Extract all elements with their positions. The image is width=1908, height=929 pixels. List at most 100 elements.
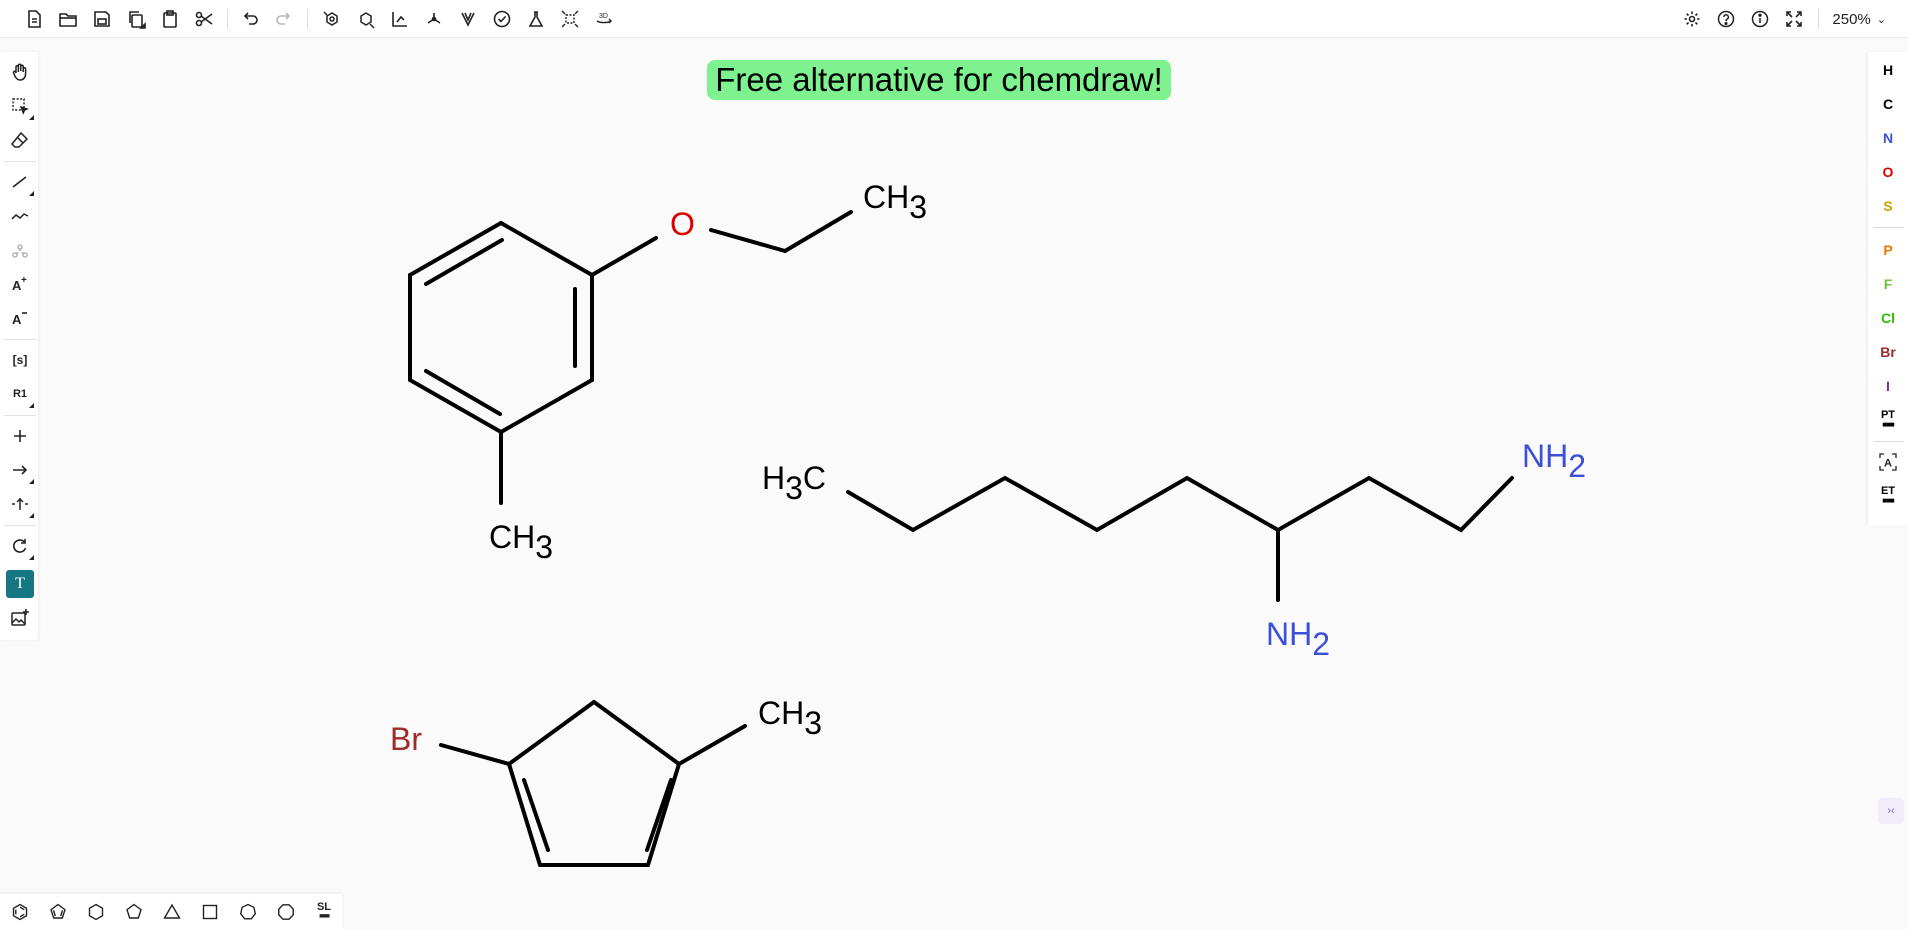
sgroup-icon[interactable]: [s] — [6, 346, 34, 374]
label-subscript: 3 — [535, 529, 553, 565]
attachment-point-icon[interactable] — [6, 490, 34, 518]
aromatize-icon[interactable] — [318, 5, 346, 33]
redo-icon[interactable] — [270, 5, 298, 33]
benzene-icon[interactable] — [6, 899, 34, 925]
element-o[interactable]: O — [1872, 160, 1904, 184]
svg-text:3D: 3D — [599, 13, 608, 20]
rotate-icon[interactable] — [6, 532, 34, 560]
bond — [592, 700, 681, 766]
atom-label-ch3: CH3 — [863, 179, 927, 225]
extended-table-button[interactable]: ET ■■■ — [1872, 484, 1904, 508]
svg-text:A: A — [12, 312, 22, 327]
element-br-label: Br — [1880, 344, 1896, 360]
chain-icon[interactable] — [6, 202, 34, 230]
element-o-label: O — [1882, 164, 1894, 180]
element-n-label: N — [1882, 130, 1894, 146]
atom-label-nh2: NH2 — [1266, 616, 1330, 662]
element-cl[interactable]: Cl — [1872, 306, 1904, 330]
hand-icon[interactable] — [6, 58, 34, 86]
image-icon[interactable] — [6, 604, 34, 632]
3d-view-icon[interactable]: 3D — [590, 5, 618, 33]
chevron-down-icon: ⌄ — [1876, 13, 1886, 26]
explicit-hydrogens-icon[interactable] — [556, 5, 584, 33]
label-subscript: 2 — [1312, 626, 1330, 662]
select-icon[interactable] — [6, 92, 34, 120]
cyclopropane-icon[interactable] — [158, 899, 186, 925]
element-f[interactable]: F — [1872, 272, 1904, 296]
element-panel: H C N O S P F Cl Br I PT ■■■ A ET ■■■ — [1868, 52, 1908, 526]
open-file-icon[interactable] — [54, 5, 82, 33]
element-s-label: S — [1883, 198, 1893, 214]
bond-inner — [645, 778, 673, 852]
cyclobutane-icon[interactable] — [196, 899, 224, 925]
stereo-icon[interactable] — [454, 5, 482, 33]
element-n[interactable]: N — [1872, 126, 1904, 150]
clean-icon[interactable] — [420, 5, 448, 33]
cycloheptane-icon[interactable] — [234, 899, 262, 925]
bond — [783, 210, 853, 253]
settings-icon[interactable] — [1678, 5, 1706, 33]
dots-icon: ■■■ — [1882, 496, 1894, 505]
bond-inner — [424, 238, 504, 286]
cyclooctane-icon[interactable] — [272, 899, 300, 925]
canvas-text-banner[interactable]: Free alternative for chemdraw! — [707, 60, 1171, 100]
copy-icon[interactable] — [122, 5, 150, 33]
cut-icon[interactable] — [190, 5, 218, 33]
toolbar-divider — [4, 415, 36, 416]
periodic-table-button[interactable]: PT ■■■ — [1872, 408, 1904, 432]
toolbar-divider — [307, 9, 308, 29]
dearomatize-icon[interactable] — [352, 5, 380, 33]
new-file-icon[interactable] — [20, 5, 48, 33]
atom-label-oxygen: O — [670, 206, 695, 242]
info-icon[interactable] — [1746, 5, 1774, 33]
element-i[interactable]: I — [1872, 374, 1904, 398]
special-nodes-button[interactable]: A — [1872, 450, 1904, 474]
save-icon[interactable] — [88, 5, 116, 33]
element-br[interactable]: Br — [1872, 340, 1904, 364]
arrow-icon[interactable] — [6, 456, 34, 484]
calculate-icon[interactable] — [522, 5, 550, 33]
layout-icon[interactable] — [386, 5, 414, 33]
atom-label-ch3: CH3 — [758, 695, 822, 741]
plus-icon[interactable] — [6, 422, 34, 450]
zoom-select[interactable]: 250% ⌄ — [1832, 8, 1886, 30]
eraser-icon[interactable] — [6, 126, 34, 154]
fullscreen-icon[interactable] — [1780, 5, 1808, 33]
undo-icon[interactable] — [236, 5, 264, 33]
cyclopentane-icon[interactable] — [120, 899, 148, 925]
element-p[interactable]: P — [1872, 238, 1904, 262]
rgroup-fragment-icon[interactable] — [6, 236, 34, 264]
rgroup-label-icon[interactable]: R1 — [6, 380, 34, 408]
collapse-panel-icon[interactable]: ›‹ — [1878, 798, 1904, 824]
cyclohexane-icon[interactable] — [82, 899, 110, 925]
left-toolbar: A+ A [s] R1 T — [0, 52, 38, 640]
help-icon[interactable] — [1712, 5, 1740, 33]
panel-divider — [1874, 441, 1904, 442]
bond-inner — [424, 369, 502, 416]
element-h[interactable]: H — [1872, 58, 1904, 82]
label-text: NH — [1266, 616, 1312, 652]
element-c[interactable]: C — [1872, 92, 1904, 116]
label-text: CH — [758, 695, 804, 731]
check-icon[interactable] — [488, 5, 516, 33]
cyclopentadiene-icon[interactable] — [44, 899, 72, 925]
paste-icon[interactable] — [156, 5, 184, 33]
element-s[interactable]: S — [1872, 194, 1904, 218]
element-cl-label: Cl — [1881, 310, 1895, 326]
structure-library-icon[interactable]: SL ■■■ — [310, 899, 338, 925]
toolbar-divider — [1818, 9, 1819, 29]
bond — [499, 221, 594, 277]
charge-minus-icon[interactable]: A — [6, 304, 34, 332]
charge-plus-icon[interactable]: A+ — [6, 270, 34, 298]
molecule-diamine — [846, 475, 1514, 602]
toolbar-divider — [4, 525, 36, 526]
element-i-label: I — [1886, 378, 1890, 394]
bond — [646, 762, 681, 867]
element-f-label: F — [1883, 276, 1893, 292]
label-text: NH — [1522, 438, 1568, 474]
label-subscript: 2 — [1568, 448, 1586, 484]
element-h-label: H — [1882, 62, 1894, 78]
text-icon[interactable]: T — [6, 570, 34, 598]
bond-icon[interactable] — [6, 168, 34, 196]
